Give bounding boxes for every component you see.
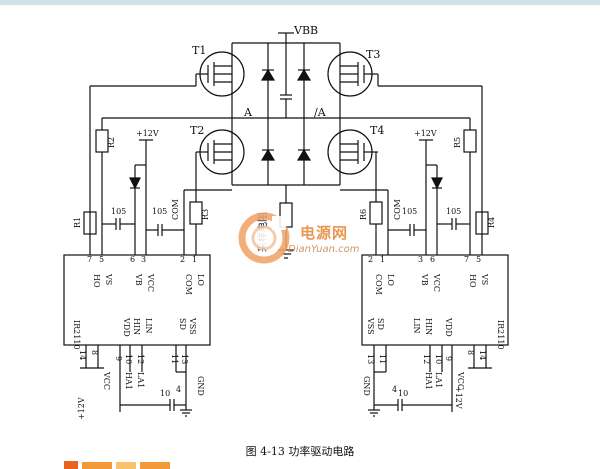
pin-num-5-left: 5: [99, 255, 104, 264]
left-bottom-14: 14: [78, 350, 87, 360]
pin-num-7-left: 7: [87, 255, 92, 264]
pin-num-11-left: 11: [170, 354, 179, 364]
gnd-left: GND: [196, 376, 205, 396]
pin-num-2-left: 2: [180, 255, 185, 264]
pin-num-12-left: 12: [136, 354, 145, 364]
pin-com-left: COM: [184, 274, 193, 295]
supply-12v-left-bottom: +12V: [77, 397, 86, 420]
input-ha1-left: HA1: [124, 372, 133, 390]
pin-num-10-left: 10: [124, 354, 133, 364]
pin-vcc-right: VCC: [432, 273, 441, 292]
watermark-site-cn: 电源网: [300, 224, 349, 242]
resistor-r1-label: R1: [73, 217, 82, 228]
cap-4-left: 4: [176, 385, 181, 394]
pin-sd-left: SD: [178, 318, 187, 330]
pin-vcc-left: VCC: [146, 273, 155, 292]
pin-num-10-right: 10: [434, 354, 443, 364]
resistor-r3-label: R3: [201, 209, 210, 220]
pin-vb-left: VB: [134, 273, 143, 286]
pin-hin-left: HIN: [132, 318, 141, 335]
pin-vdd-left: VDD: [122, 317, 131, 337]
pin-vss-right: VSS: [366, 317, 375, 335]
pin-com-right: COM: [374, 274, 383, 295]
footer-logo-fragment: [64, 461, 170, 469]
transistor-t3-label: T3: [366, 48, 380, 61]
node-a-label: A: [243, 106, 253, 119]
pin-num-2-right: 2: [368, 255, 373, 264]
pin-num-5-right: 5: [476, 255, 481, 264]
cap-105-label-1: 105: [111, 207, 126, 216]
pin-ho-right: HO: [468, 274, 477, 288]
cap-105-label-3: 105: [402, 207, 417, 216]
watermark: 电源网 DianYuan.com: [238, 212, 368, 268]
com-label-left: COM: [171, 199, 180, 220]
resistor-r6-label: R6: [359, 209, 368, 220]
pin-num-6-left: 6: [130, 255, 135, 264]
pin-num-11-right: 11: [378, 354, 387, 364]
vcc-left-bottom: VCC: [102, 371, 111, 390]
left-bottom-8: 8: [90, 350, 99, 355]
cap-4-right: 4: [392, 385, 397, 394]
pin-num-6-right: 6: [430, 255, 435, 264]
supply-12v-right-bottom: +12V: [454, 386, 463, 409]
input-ha1-right: HA1: [424, 372, 433, 390]
pin-num-12-right: 12: [422, 354, 431, 364]
input-la1-right: LA1: [434, 372, 443, 388]
pin-vb-right: VB: [420, 273, 429, 286]
pin-num-13-right: 13: [366, 354, 375, 364]
pin-vs-right: VS: [480, 273, 489, 285]
pin-num-9-right: 9: [444, 356, 453, 361]
transistor-t1-label: T1: [192, 44, 206, 57]
resistor-r4-label: R4: [487, 217, 496, 228]
input-la1-left: LA1: [136, 372, 145, 388]
pin-num-7-right: 7: [464, 255, 469, 264]
cap-10-right: 10: [398, 389, 408, 398]
pin-vss-left: VSS: [188, 317, 197, 335]
right-bottom-14: 14: [478, 350, 487, 360]
pin-num-13-left: 13: [180, 354, 189, 364]
pin-num-3-left: 3: [141, 255, 146, 264]
supply-12v-left: +12V: [136, 129, 159, 138]
vcc-right-bottom: VCC: [456, 371, 465, 390]
pin-lo-left: LO: [196, 274, 205, 286]
pin-num-9-left: 9: [114, 356, 123, 361]
gnd-right: GND: [362, 376, 371, 396]
pin-num-3-right: 3: [418, 255, 423, 264]
pin-num-1-right: 1: [380, 255, 385, 264]
cap-105-label-2: 105: [152, 207, 167, 216]
supply-12v-right: +12V: [414, 129, 437, 138]
pin-hin-right: HIN: [424, 318, 433, 335]
resistor-r5-label: R5: [453, 137, 462, 148]
resistor-r2-label: R2: [107, 137, 116, 148]
pin-ho-left: HO: [92, 274, 101, 288]
pin-vs-left: VS: [104, 273, 113, 285]
dianyuan-logo-icon: [238, 212, 290, 264]
figure-caption: 图 4-13 功率驱动电路: [245, 445, 355, 458]
node-a-bar-label: /A: [314, 106, 327, 119]
pin-vdd-right: VDD: [444, 317, 453, 337]
transistor-t2-label: T2: [190, 124, 204, 137]
pin-lin-right: LIN: [412, 318, 421, 333]
chip-name-right: IR2110: [496, 320, 505, 350]
supply-label: VBB: [293, 24, 318, 37]
cap-105-label-4: 105: [446, 207, 461, 216]
transistor-t4-label: T4: [370, 124, 384, 137]
right-bottom-8: 8: [466, 350, 475, 355]
top-border-strip: [0, 0, 600, 5]
com-label-right: COM: [393, 199, 402, 220]
watermark-site-en: DianYuan.com: [288, 244, 360, 255]
chip-name-left: IR2110: [72, 320, 81, 350]
pin-lo-right: LO: [386, 274, 395, 286]
cap-10-left: 10: [160, 389, 170, 398]
pin-sd-right: SD: [376, 318, 385, 330]
pin-num-1-left: 1: [192, 255, 197, 264]
pin-lin-left: LIN: [144, 318, 153, 333]
